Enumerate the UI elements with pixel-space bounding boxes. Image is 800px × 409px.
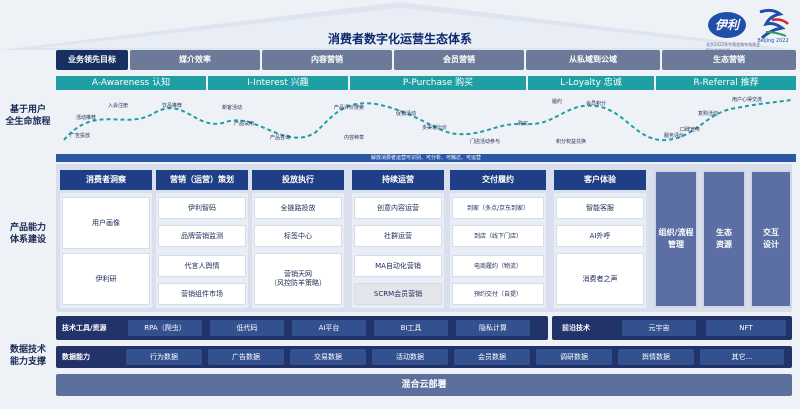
journey-point: 产品咨询 — [270, 135, 291, 141]
interaction-design-column: 交互 设计 — [750, 170, 792, 308]
journey-point: 服务评价 — [664, 133, 685, 139]
capability-cell: 标签中心 — [254, 225, 342, 247]
journey-point: 饮品推荐 — [162, 103, 183, 109]
journey-point: 促销活动 — [396, 111, 417, 117]
journey-point: 复购活动 — [698, 111, 719, 117]
capability-cell: AI外呼 — [556, 225, 644, 247]
tool-item: 隐私计算 — [456, 320, 530, 336]
data-item: 活动数据 — [372, 349, 448, 365]
column-header: 持续运营 — [352, 170, 444, 190]
tool-item: BI工具 — [374, 320, 448, 336]
data-item: 舆情数据 — [618, 349, 694, 365]
journey-point: 内容种草 — [344, 135, 365, 141]
tool-item: 低代码 — [210, 320, 284, 336]
journey-label: 基于用户 全生命旅程 — [5, 105, 51, 127]
journey-point: 产品试用 — [234, 121, 255, 127]
journey-point: 积分权益兑换 — [556, 139, 587, 145]
capability-cell: 电商履约（物流） — [452, 255, 544, 277]
goal-item: 媒介效率 — [130, 50, 260, 70]
column-header: 客户体验 — [554, 170, 646, 190]
capability-cell: 伊利智码 — [158, 197, 246, 219]
capability-cell: 智能客服 — [556, 197, 644, 219]
journey-point: 新客活动 — [222, 105, 243, 111]
operation-banner: 解放消费者运营可识别、可分析、可触达、可运营 — [56, 154, 796, 162]
column-header: 消费者洞察 — [60, 170, 152, 190]
journey-point: 产品评价搜索 — [334, 105, 365, 111]
capability-cell: SCRM会员营销 — [354, 283, 442, 305]
capability-cell: 营销天网 （风控防羊策略） — [254, 253, 342, 305]
beijing-2022-logo — [759, 8, 789, 40]
data-item: 会员数据 — [454, 349, 530, 365]
tool-item: AI平台 — [292, 320, 366, 336]
column-header: 营销（运营）策划 — [156, 170, 248, 190]
column-header: 交付履约 — [450, 170, 546, 190]
stage-purchase: P-Purchase 购买 — [350, 76, 526, 90]
journey-point: 门店活动参与 — [470, 139, 501, 145]
journey-point: 履约 — [552, 99, 563, 105]
capability-cell: 全链路投放 — [254, 197, 342, 219]
page-title: 消费者数字化运营生态体系 — [327, 32, 472, 46]
stage-interest: I-Interest 兴趣 — [208, 76, 348, 90]
tech-label: 数据技术 能力支撑 — [9, 345, 46, 367]
capability-cell: 代言人舆情 — [158, 255, 246, 277]
journey-point: 入会注册 — [108, 103, 129, 109]
hybrid-cloud-bar: 混合云部署 — [56, 374, 792, 396]
journey-point: 用户心得交流 — [732, 97, 763, 103]
data-item: 调研数据 — [536, 349, 612, 365]
stage-awareness: A-Awareness 认知 — [56, 76, 206, 90]
capability-cell: 到店（线下门店） — [452, 225, 544, 247]
journey-path — [63, 99, 793, 142]
ecosystem-column: 生态 资源 — [702, 170, 746, 308]
tool-item: RPA（爬虫） — [128, 320, 202, 336]
frontier-item: NFT — [706, 320, 786, 336]
journey-point: 口碑宣传 — [680, 127, 701, 133]
org-process-column: 组织/流程 管理 — [654, 170, 698, 308]
capability-cell: 品牌营销监测 — [158, 225, 246, 247]
journey-point: 活动推荐 — [76, 115, 97, 121]
journey-point: 广告投放 — [70, 133, 91, 139]
capability-cell: 到家（多点/京东到家） — [452, 197, 544, 219]
stage-loyalty: L-Loyalty 忠诚 — [528, 76, 654, 90]
goal-item: 会员营销 — [394, 50, 524, 70]
goal-item: 内容营销 — [262, 50, 392, 70]
column-header: 投放执行 — [252, 170, 344, 190]
data-item: 广告数据 — [208, 349, 284, 365]
data-capability-label: 数据能力 — [62, 353, 90, 361]
journey-point: 购买 — [518, 121, 529, 127]
tools-label: 技术工具/资源 — [62, 324, 107, 332]
data-item: 其它... — [700, 349, 784, 365]
capability-label: 产品能力 体系建设 — [9, 223, 46, 245]
capability-cell: 用户画像 — [62, 197, 150, 249]
journey-point: 多渠道比价 — [422, 125, 448, 131]
beijing-2022-text: Beijing 2022 — [757, 38, 789, 44]
frontier-item: 元宇宙 — [622, 320, 696, 336]
capability-cell: 伊利研 — [62, 253, 150, 305]
data-item: 交易数据 — [290, 349, 366, 365]
roof-shape — [0, 2, 800, 50]
capability-cell: 营销组件市场 — [158, 283, 246, 305]
capability-cell: 预约交付（自提） — [452, 283, 544, 305]
journey-point: 会员积分 — [586, 101, 607, 107]
stage-referral: R-Referral 推荐 — [656, 76, 796, 90]
frontier-label: 前沿技术 — [562, 324, 590, 332]
capability-cell: MA自动化营销 — [354, 255, 442, 277]
data-item: 行为数据 — [126, 349, 202, 365]
goal-header: 业务领先目标 — [56, 50, 128, 70]
goal-item: 从私域到公域 — [526, 50, 660, 70]
capability-cell: 社群运营 — [354, 225, 442, 247]
yili-logo: 伊利 — [708, 12, 746, 38]
capability-cell: 消费者之声 — [556, 253, 644, 305]
goal-item: 生态营销 — [662, 50, 796, 70]
capability-cell: 创意内容运营 — [354, 197, 442, 219]
